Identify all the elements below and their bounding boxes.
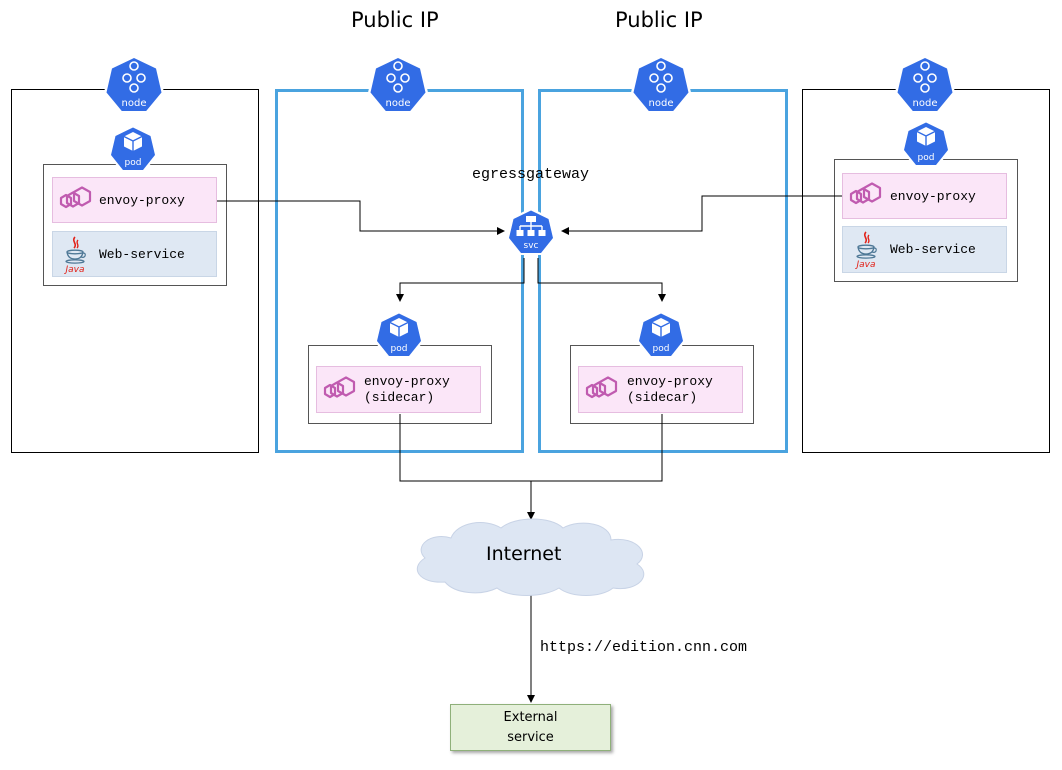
left-envoy-to-gateway-line [216, 200, 505, 235]
svg-text:pod: pod [125, 158, 142, 168]
egress-gateway-label: egressgateway [472, 166, 590, 183]
pod-icon: pod [635, 309, 687, 364]
svg-text:pod: pod [391, 344, 408, 354]
envoy-logo-icon [845, 180, 885, 217]
envoy-logo-icon [581, 374, 621, 411]
right-envoy-to-gateway-line [561, 195, 842, 235]
left-web-service-label: Web-service [99, 247, 185, 262]
java-logo-icon: Java [62, 234, 88, 279]
right-envoy-proxy-label: envoy-proxy [890, 189, 976, 204]
pod-icon: pod [107, 123, 159, 178]
svg-text:node: node [913, 98, 938, 109]
envoy-logo-icon [319, 374, 359, 411]
svg-text:node: node [649, 98, 674, 109]
internet-cloud-icon [405, 516, 655, 601]
right-web-service-label-box [842, 226, 1007, 273]
internet-label: Internet [486, 543, 562, 565]
left-envoy-proxy-label: envoy-proxy [99, 193, 185, 208]
node-icon: node [629, 53, 693, 118]
svg-text:pod: pod [918, 153, 935, 163]
external-url-label: https://edition.cnn.com [540, 639, 748, 656]
svg-text:node: node [122, 98, 147, 109]
external-service-box: External service [450, 704, 611, 751]
public-ip-label-2: Public IP [615, 8, 703, 32]
node-icon: node [102, 53, 166, 118]
public-ip-label-1: Public IP [351, 8, 439, 32]
pod1-to-internet-line [399, 414, 531, 482]
java-logo-icon: Java [853, 229, 879, 274]
gateway-envoy-sidecar-label-2-line1: envoy-proxy [627, 374, 713, 389]
node-icon: node [366, 53, 430, 118]
external-service-label-line2: service [507, 730, 554, 745]
node-icon: node [893, 53, 957, 118]
pod-icon: pod [900, 118, 952, 173]
gateway-envoy-sidecar-label-2-line2: (sidecar) [627, 390, 698, 405]
svg-text:pod: pod [653, 344, 670, 354]
right-web-service-label: Web-service [890, 242, 976, 257]
pod2-to-internet-line [531, 414, 663, 482]
gateway-envoy-sidecar-label-1-line1: envoy-proxy [364, 374, 450, 389]
gateway-envoy-sidecar-label-1-line2: (sidecar) [364, 390, 435, 405]
gateway-to-pod2-line [537, 258, 666, 302]
gateway-to-pod1-line [396, 258, 525, 302]
pod-icon: pod [373, 309, 425, 364]
svg-text:Java: Java [63, 265, 84, 274]
svg-text:node: node [386, 98, 411, 109]
svc-icon: svc [505, 206, 557, 261]
svg-text:Java: Java [854, 260, 875, 269]
svg-text:svc: svc [524, 241, 539, 251]
envoy-logo-icon [55, 184, 95, 221]
external-service-label-line1: External [503, 710, 558, 725]
